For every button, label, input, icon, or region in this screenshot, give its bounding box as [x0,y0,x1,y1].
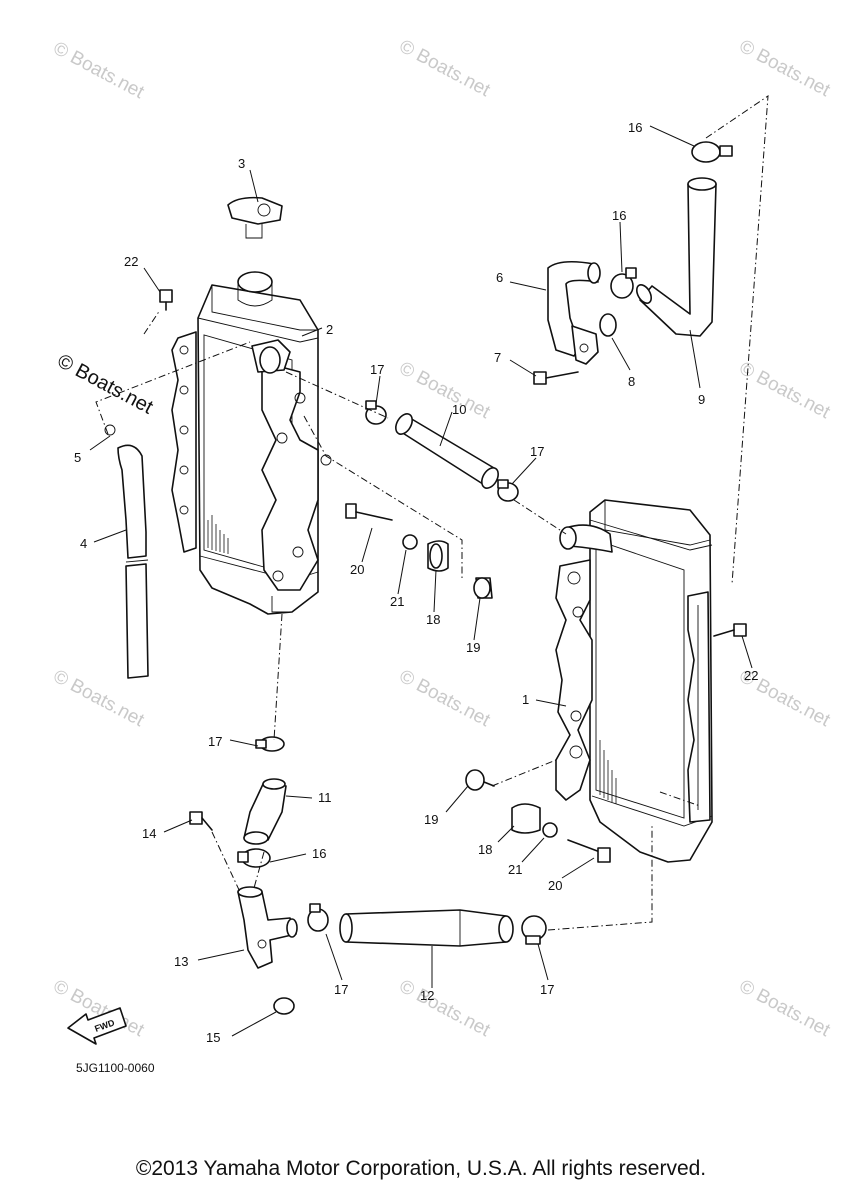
clamps-16 [237,141,733,868]
diagram-code: 5JG1100-0060 [76,1061,155,1075]
o-ring-8 [599,313,617,337]
part-label-20: 20 [548,878,562,893]
copyright-notice: ©2013 Yamaha Motor Corporation, U.S.A. A… [135,1157,707,1180]
bolt-7 [533,371,579,385]
part-label-20: 20 [350,562,364,577]
part-label-22: 22 [744,668,758,683]
watermark: © Boats.net [736,976,834,1042]
part-number-labels: 3 22 2 16 16 6 7 8 9 17 10 17 5 4 20 21 … [74,120,758,1045]
part-label-2: 2 [326,322,333,337]
hose-11 [243,778,287,845]
part-label-19: 19 [466,640,480,655]
part-label-5: 5 [74,450,81,465]
part-label-17: 17 [208,734,222,749]
left-radiator [171,271,332,615]
part-label-7: 7 [494,350,501,365]
hose-clamps [255,400,547,945]
radiator-fins [207,515,229,554]
o-ring-15 [273,997,295,1015]
watermark: © Boats.net [396,976,494,1042]
radiator-cap [227,196,283,239]
part-label-12: 12 [420,988,434,1003]
part-label-17: 17 [370,362,384,377]
joint-pipe-13 [237,886,298,969]
part-label-21: 21 [390,594,404,609]
forward-arrow-icon: FWD [67,1007,127,1045]
part-label-16: 16 [612,208,626,223]
watermark: © Boats.net [736,358,834,424]
part-label-6: 6 [496,270,503,285]
part-label-13: 13 [174,954,188,969]
part-label-19: 19 [424,812,438,827]
connection-lines [95,95,769,931]
bolt-22-left [159,289,173,311]
bolt-22-right [713,623,747,637]
watermark: © Boats.net [50,38,148,104]
part-label-14: 14 [142,826,156,841]
hose-10 [395,413,499,489]
leader-lines [89,125,753,1037]
part-label-21: 21 [508,862,522,877]
part-label-1: 1 [522,692,529,707]
watermark: © Boats.net [396,358,494,424]
part-label-15: 15 [206,1030,220,1045]
right-mounting-kit [465,769,611,863]
part-label-16: 16 [312,846,326,861]
part-label-22: 22 [124,254,138,269]
watermark: © Boats.net [396,666,494,732]
bolt-14 [189,811,213,831]
watermark: © Boats.net [736,36,834,102]
right-radiator [555,499,713,863]
hose-9 [635,177,717,337]
part-label-17: 17 [540,982,554,997]
part-label-3: 3 [238,156,245,171]
radiator-fins [599,740,617,804]
hose-12 [339,909,514,947]
left-mounting-kit [345,503,493,599]
part-label-9: 9 [698,392,705,407]
part-label-4: 4 [80,536,87,551]
part-label-10: 10 [452,402,466,417]
part-label-17: 17 [530,444,544,459]
part-label-17: 17 [334,982,348,997]
hose-6 [547,260,601,365]
part-label-8: 8 [628,374,635,389]
breather-hose [104,424,149,679]
part-label-11: 11 [318,790,332,805]
part-label-18: 18 [426,612,440,627]
part-label-16: 16 [628,120,642,135]
part-label-18: 18 [478,842,492,857]
watermark: © Boats.net [396,36,494,102]
